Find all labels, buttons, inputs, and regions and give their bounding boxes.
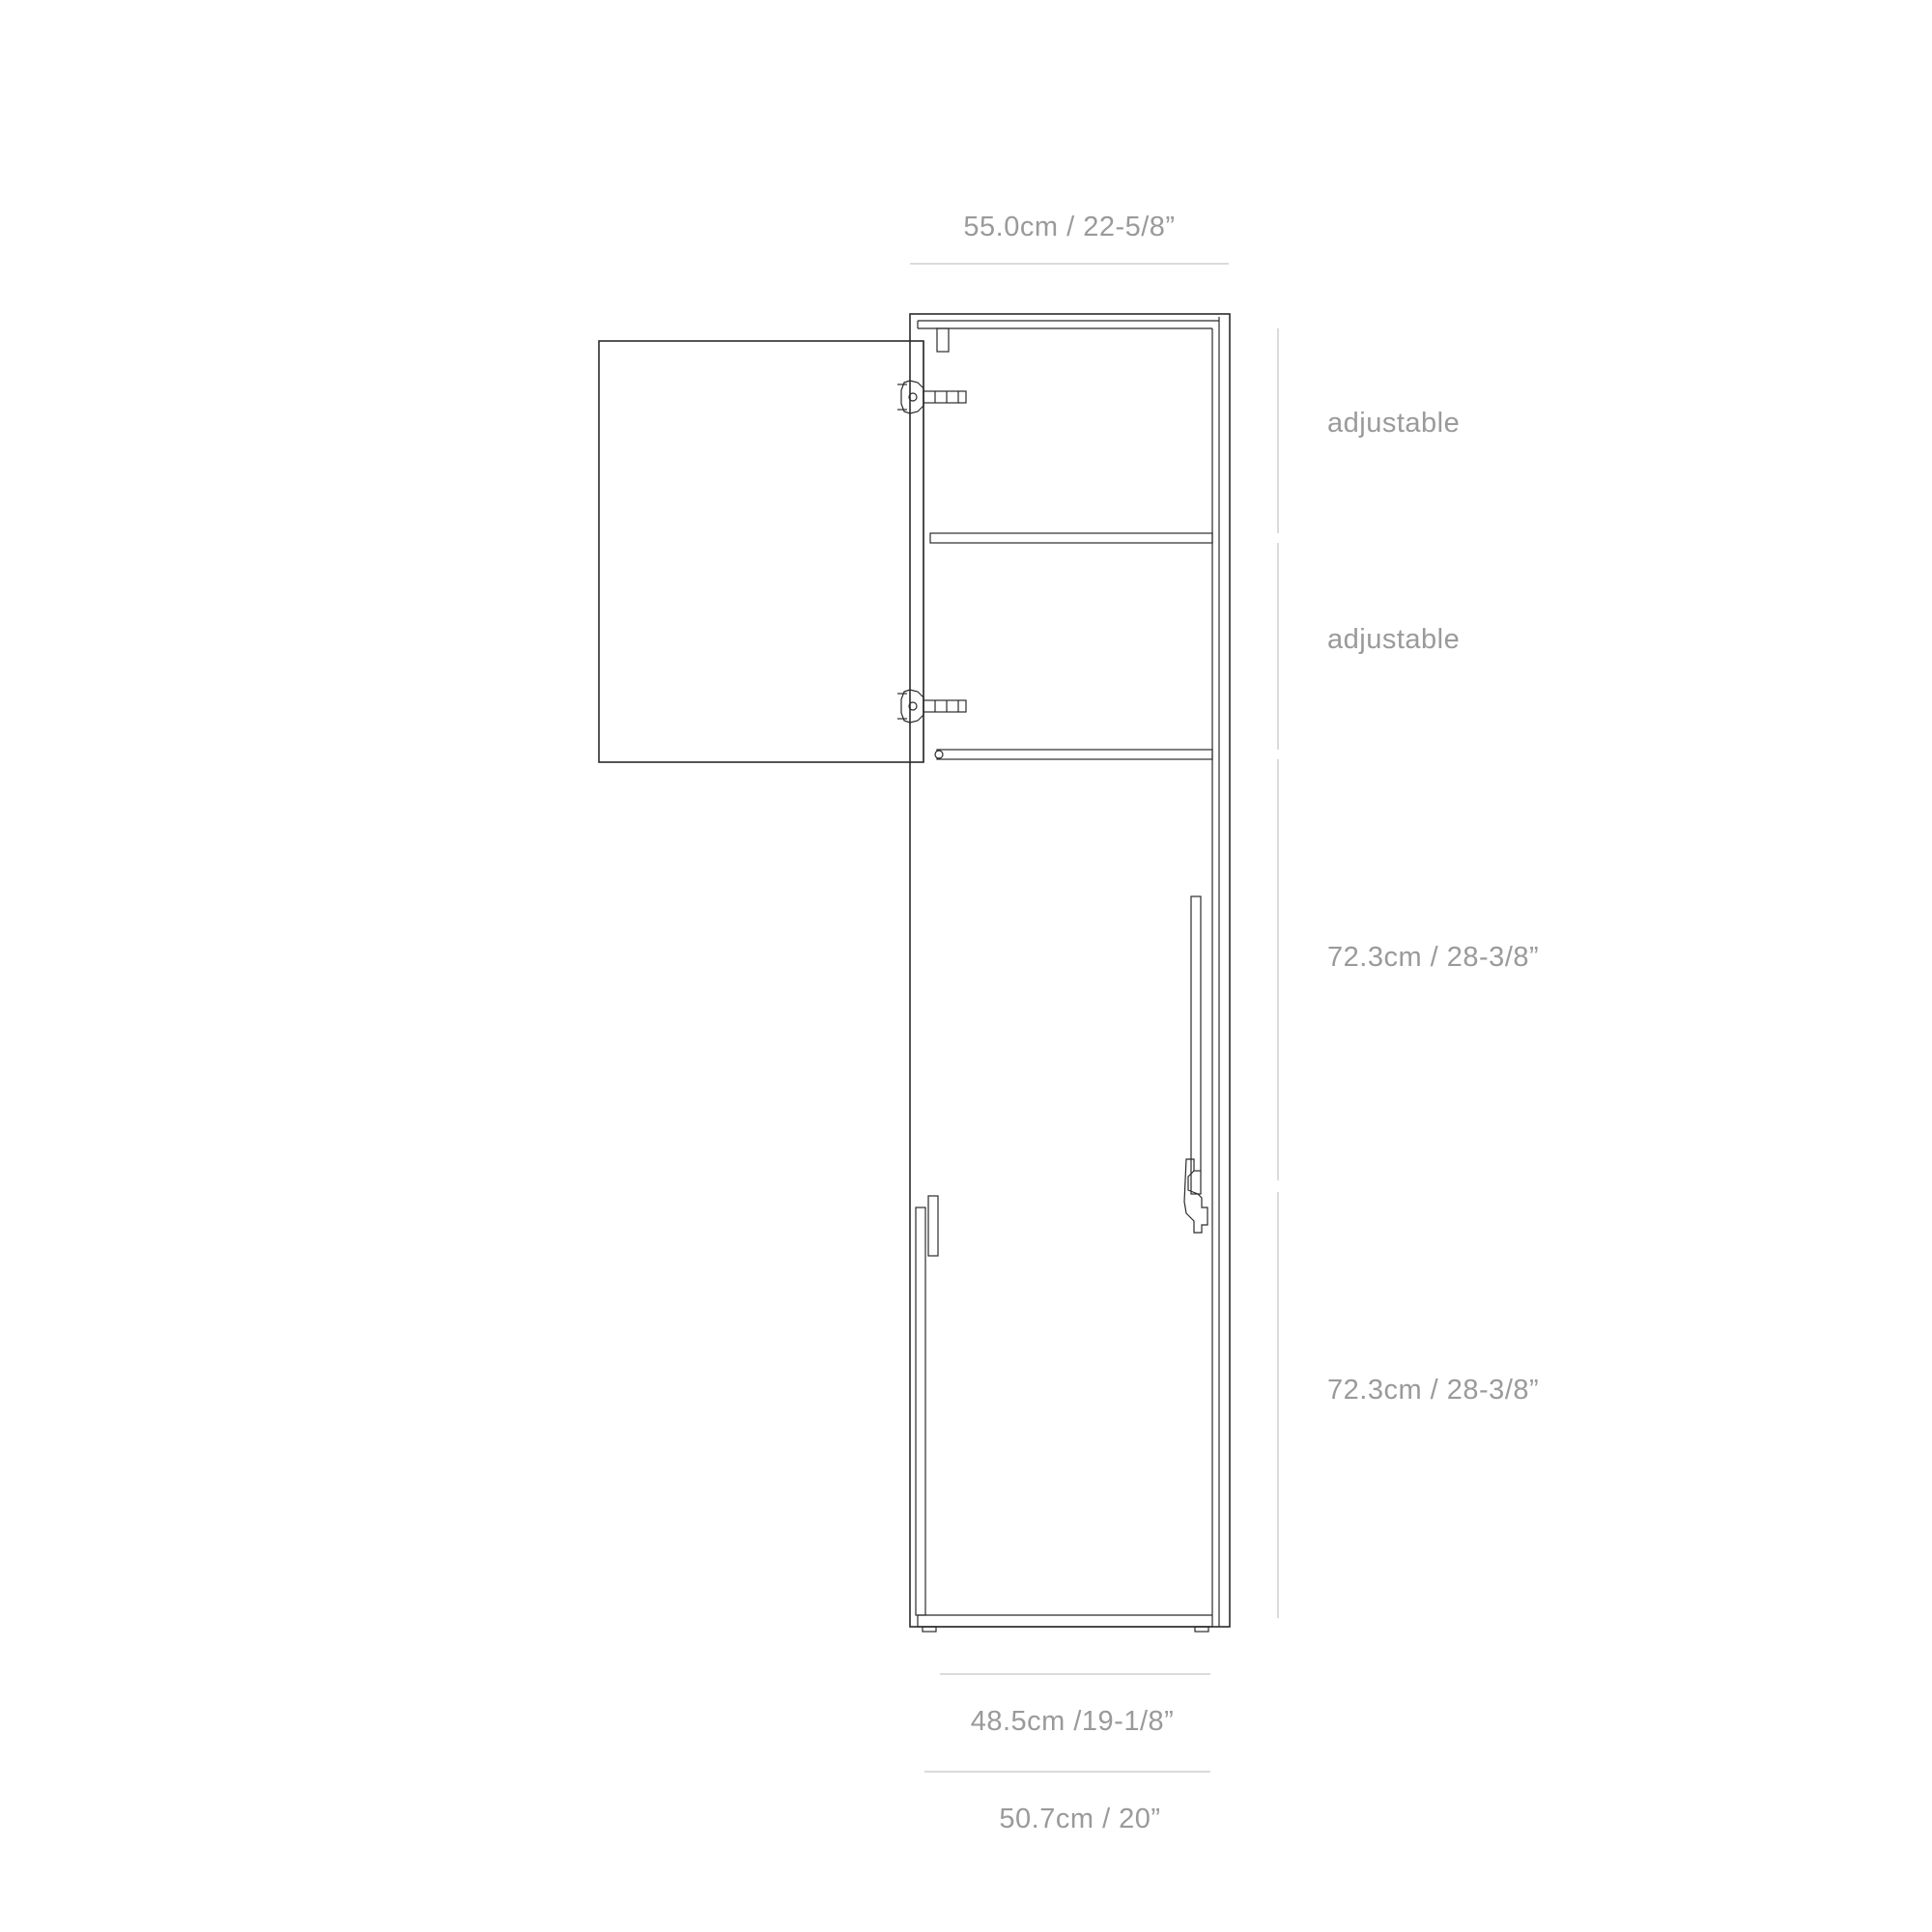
door-panel <box>598 340 924 763</box>
upper-compartment-label: adjustable <box>1327 408 1460 439</box>
lower-section-hardware <box>915 895 1208 1616</box>
cabinet-outline <box>909 313 1231 1628</box>
open-door <box>598 340 924 763</box>
cabinet-carcass <box>909 313 1231 1633</box>
top-width-label: 55.0cm / 22-5/8” <box>963 212 1175 242</box>
hinge-cup-lower <box>900 689 924 724</box>
shelf-middle <box>936 749 1213 760</box>
lower-hinge <box>897 689 967 724</box>
front-foot <box>922 1626 937 1633</box>
inner-depth-label: 48.5cm /19-1/8” <box>971 1706 1175 1737</box>
lower-section-label: 72.3cm / 28-3/8” <box>1327 1375 1539 1406</box>
top-stop-block <box>936 327 950 353</box>
rear-foot <box>1194 1626 1209 1633</box>
rear-mounting-rail <box>1190 895 1202 1195</box>
front-mounting-rail <box>915 1207 926 1616</box>
outer-depth-label: 50.7cm / 20” <box>999 1804 1160 1834</box>
hinge-screw-upper <box>908 392 918 402</box>
front-bracket <box>927 1195 939 1257</box>
rear-latch <box>1183 1158 1208 1234</box>
hinge-screw-lower <box>908 701 918 711</box>
hinge-cup-upper <box>900 380 924 414</box>
hinge-arm-upper <box>923 390 967 404</box>
shelf-upper <box>929 532 1213 544</box>
lower-upper-section-label: 72.3cm / 28-3/8” <box>1327 942 1539 973</box>
middle-compartment-label: adjustable <box>1327 624 1460 655</box>
upper-hinge <box>897 380 967 414</box>
hinge-arm-lower <box>923 699 967 713</box>
shelf-pin <box>934 750 944 759</box>
